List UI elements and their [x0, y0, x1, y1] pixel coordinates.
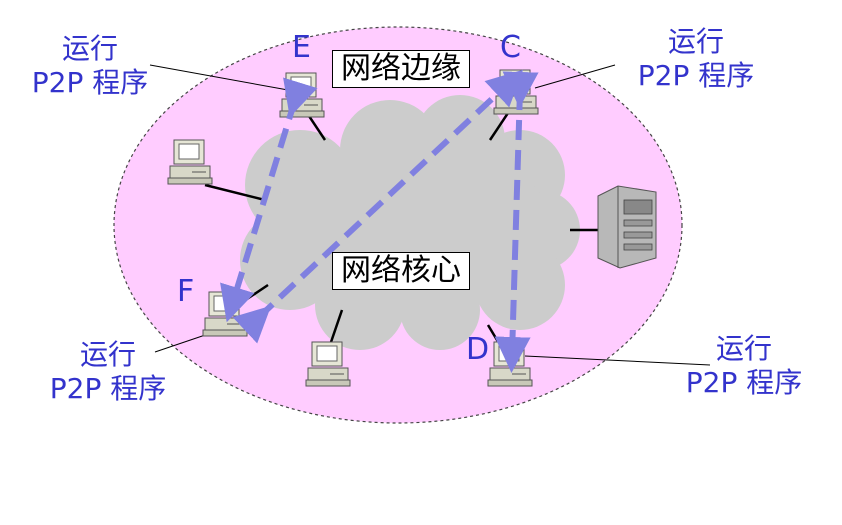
callout-line1: 运行: [79, 338, 136, 371]
server-icon: [597, 185, 657, 269]
callout-d: 运行 P2P 程序: [674, 332, 814, 400]
network-core-label: 网络核心: [332, 252, 470, 290]
callout-f: 运行 P2P 程序: [38, 338, 178, 406]
callout-line1: 运行: [61, 32, 118, 65]
callout-line2: P2P 程序: [637, 59, 755, 92]
node-label-f: F: [177, 274, 195, 309]
node-label-d: D: [466, 332, 490, 367]
callout-line2: P2P 程序: [49, 372, 167, 405]
callout-c: 运行 P2P 程序: [626, 25, 766, 93]
callout-line2: P2P 程序: [31, 66, 149, 99]
p2p-link-f-c: [232, 69, 524, 344]
node-label-e: E: [292, 30, 311, 65]
callout-e: 运行 P2P 程序: [20, 32, 160, 100]
callout-line1: 运行: [667, 25, 724, 58]
callout-line1: 运行: [715, 332, 772, 365]
network-edge-label: 网络边缘: [332, 50, 470, 88]
p2p-link-c-d: [494, 71, 539, 373]
p2p-arrows: [220, 69, 539, 373]
callout-line2: P2P 程序: [685, 366, 803, 399]
node-label-c: C: [500, 30, 521, 65]
